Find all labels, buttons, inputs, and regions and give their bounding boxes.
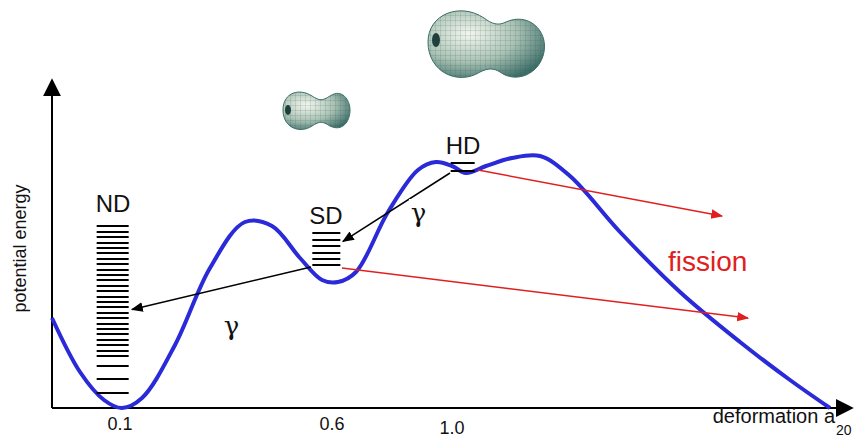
potential-curve <box>52 155 830 408</box>
energy-level <box>97 242 129 244</box>
level-group: HD <box>446 132 481 174</box>
level-group: ND <box>96 190 131 394</box>
energy-level <box>97 225 129 227</box>
energy-level <box>312 239 340 241</box>
level-stack <box>451 160 475 174</box>
energy-level <box>97 274 129 276</box>
energy-level <box>312 258 340 260</box>
hyperdeformed-nucleus <box>425 0 550 90</box>
energy-level <box>97 350 129 352</box>
energy-level <box>97 312 129 314</box>
potential-curve <box>52 155 830 408</box>
fission-arrow <box>478 170 722 216</box>
energy-level <box>97 296 129 298</box>
tick-label: 0.6 <box>319 414 344 435</box>
axis-title: potential energy <box>10 184 31 312</box>
energy-level <box>97 279 129 281</box>
energy-level <box>97 301 129 303</box>
energy-level <box>97 344 129 346</box>
energy-level <box>97 236 129 238</box>
state-label: SD <box>309 202 342 230</box>
state-label: HD <box>446 132 481 160</box>
energy-level <box>97 323 129 325</box>
energy-level <box>97 392 129 394</box>
energy-level <box>97 263 129 265</box>
axis-subscript: 20 <box>836 422 852 438</box>
gamma-transition <box>132 267 311 310</box>
energy-level <box>97 247 129 249</box>
energy-level <box>97 365 129 367</box>
energy-level <box>97 231 129 233</box>
tick-label: 1.0 <box>439 418 464 439</box>
energy-level <box>97 355 129 357</box>
fission-label: fission <box>668 246 747 278</box>
state-label: ND <box>96 190 131 218</box>
energy-level <box>97 378 129 380</box>
energy-level <box>312 264 340 266</box>
energy-level <box>312 252 340 254</box>
energy-level <box>97 258 129 260</box>
level-stack <box>312 230 340 268</box>
energy-level <box>97 317 129 319</box>
level-group: SD <box>309 202 342 268</box>
y-axis <box>51 80 53 408</box>
energy-level <box>97 333 129 335</box>
energy-level <box>97 285 129 287</box>
energy-level <box>451 170 475 172</box>
edge-label: γ <box>409 199 429 227</box>
energy-level <box>312 245 340 247</box>
axis-title: deformation a <box>713 405 835 428</box>
energy-level <box>97 269 129 271</box>
superdeformed-nucleus <box>280 85 355 135</box>
energy-level <box>97 252 129 254</box>
tick-label: 0.1 <box>107 414 132 435</box>
energy-level <box>97 339 129 341</box>
level-stack <box>97 218 129 394</box>
energy-level <box>97 290 129 292</box>
energy-level <box>97 328 129 330</box>
energy-level <box>97 306 129 308</box>
edge-label: γ <box>222 312 242 340</box>
gamma-transition <box>343 173 450 241</box>
energy-level <box>451 162 475 164</box>
energy-level <box>312 232 340 234</box>
